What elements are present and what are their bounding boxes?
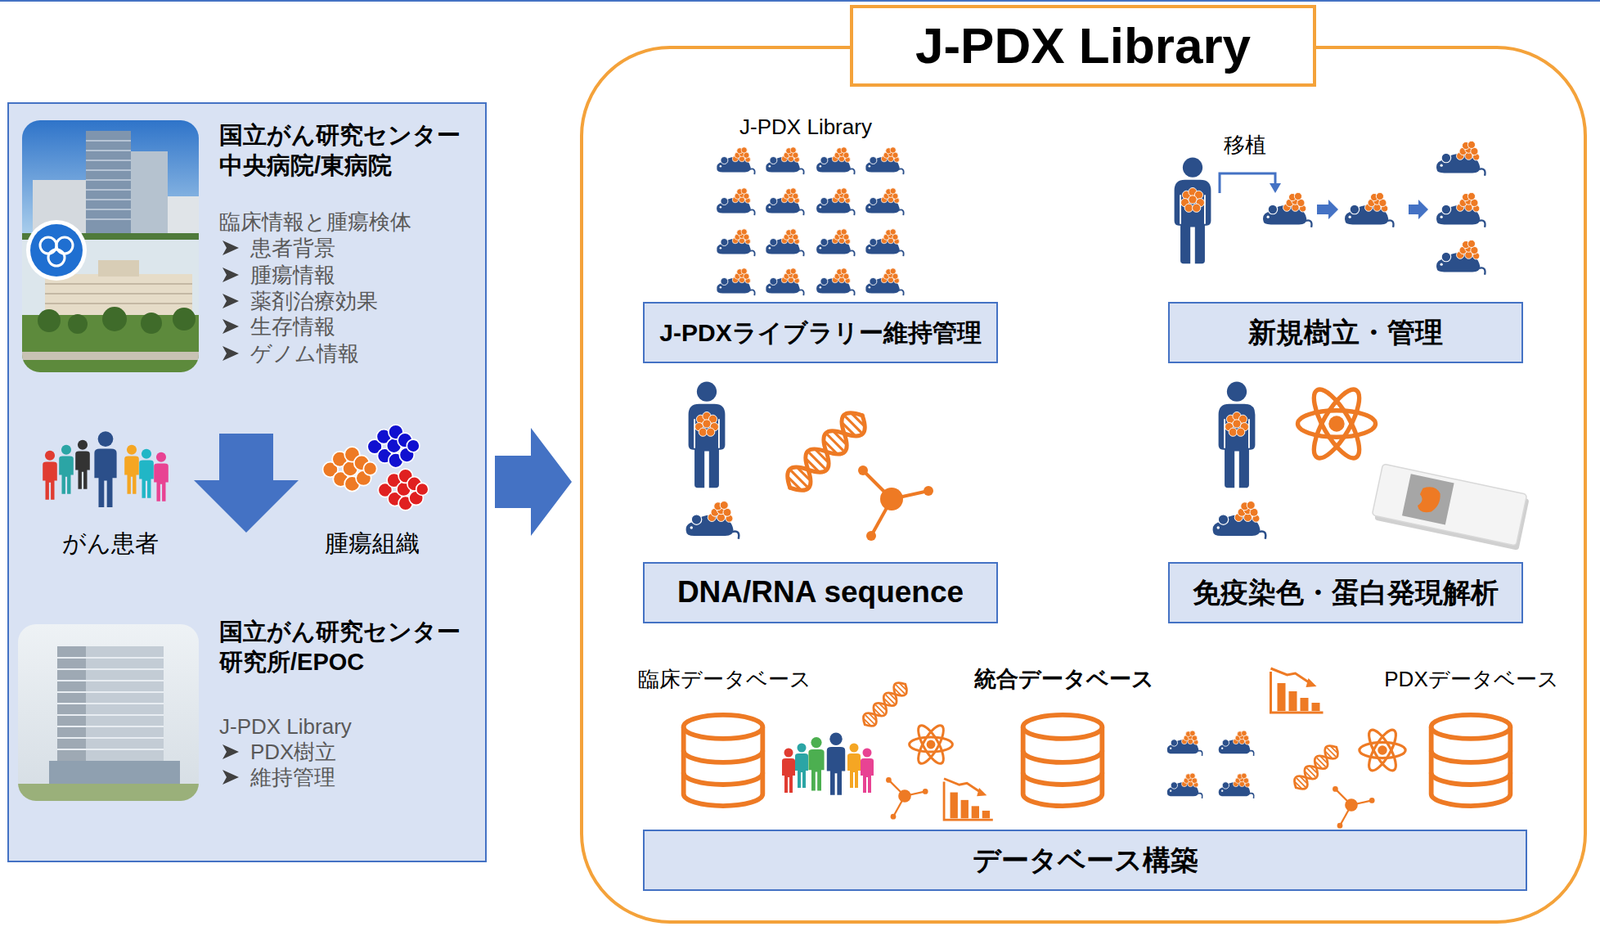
box-label: J-PDXライブラリー維持管理: [659, 318, 981, 348]
database-label: 統合データベース: [974, 665, 1155, 693]
hospital-photo: [22, 120, 199, 373]
title-text: J-PDX Library: [915, 17, 1251, 74]
process-box: 新規樹立・管理: [1168, 301, 1524, 364]
panel-body: J-PDX Library: [219, 713, 352, 741]
hospital-logo: [26, 220, 87, 281]
database-figure: [683, 668, 1511, 829]
box-label: 免疫染色・蛋白発現解析: [1192, 575, 1499, 610]
bullet-item: 生存情報: [250, 313, 336, 341]
bullet-item: 腫瘍情報: [250, 261, 336, 289]
process-box: 免疫染色・蛋白発現解析: [1168, 561, 1524, 624]
figure-caption: がん患者: [62, 528, 159, 558]
box-label: データベース構築: [972, 843, 1199, 877]
database-label: PDXデータベース: [1384, 665, 1559, 693]
panel-heading: 国立がん研究センター 研究所/EPOC: [219, 616, 475, 678]
block-arrow: [494, 427, 572, 536]
bullet-item: ゲノム情報: [250, 340, 360, 368]
mouse-grid: [716, 147, 904, 296]
database-label: 臨床データベース: [638, 665, 812, 693]
box-label: DNA/RNA sequence: [677, 574, 964, 611]
down-arrow: [193, 433, 299, 533]
panel-body: 臨床情報と腫瘍検体: [219, 208, 412, 236]
building-photo: [17, 624, 199, 801]
process-box: DNA/RNA sequence: [642, 561, 998, 624]
bullet-item: 薬剤治療効果: [250, 287, 378, 315]
process-box: J-PDXライブラリー維持管理: [642, 301, 998, 364]
bullet-item: 維持管理: [250, 764, 336, 792]
bullet-item: PDX樹立: [250, 738, 337, 766]
process-box: データベース構築: [642, 829, 1528, 891]
bullet-item: 患者背景: [250, 234, 336, 262]
panel-heading: 国立がん研究センター 中央病院/東病院: [219, 120, 475, 181]
panel-fill: [7, 102, 487, 863]
figure-label: J-PDX Library: [739, 113, 872, 141]
arrow-label: 移植: [1223, 131, 1267, 159]
title-box: J-PDX Library: [849, 4, 1317, 87]
box-label: 新規樹立・管理: [1248, 315, 1443, 350]
top-rule: [0, 0, 1600, 2]
library-container: J-PDX LibraryJ-PDXライブラリー維持管理 新規樹立・管理 DNA/R…: [579, 45, 1587, 924]
figure-caption: 腫瘍組織: [324, 528, 420, 558]
patient-group: [42, 431, 169, 508]
sequencing-figure: [686, 382, 934, 541]
transplant-figure: [1174, 140, 1486, 275]
tumor-tissue: [323, 424, 429, 511]
source-panel: 国立がん研究センター 中央病院/東病院臨床情報と腫瘍検体患者背景腫瘍情報薬剤治療…: [7, 102, 487, 863]
staining-figure: [1213, 382, 1531, 551]
